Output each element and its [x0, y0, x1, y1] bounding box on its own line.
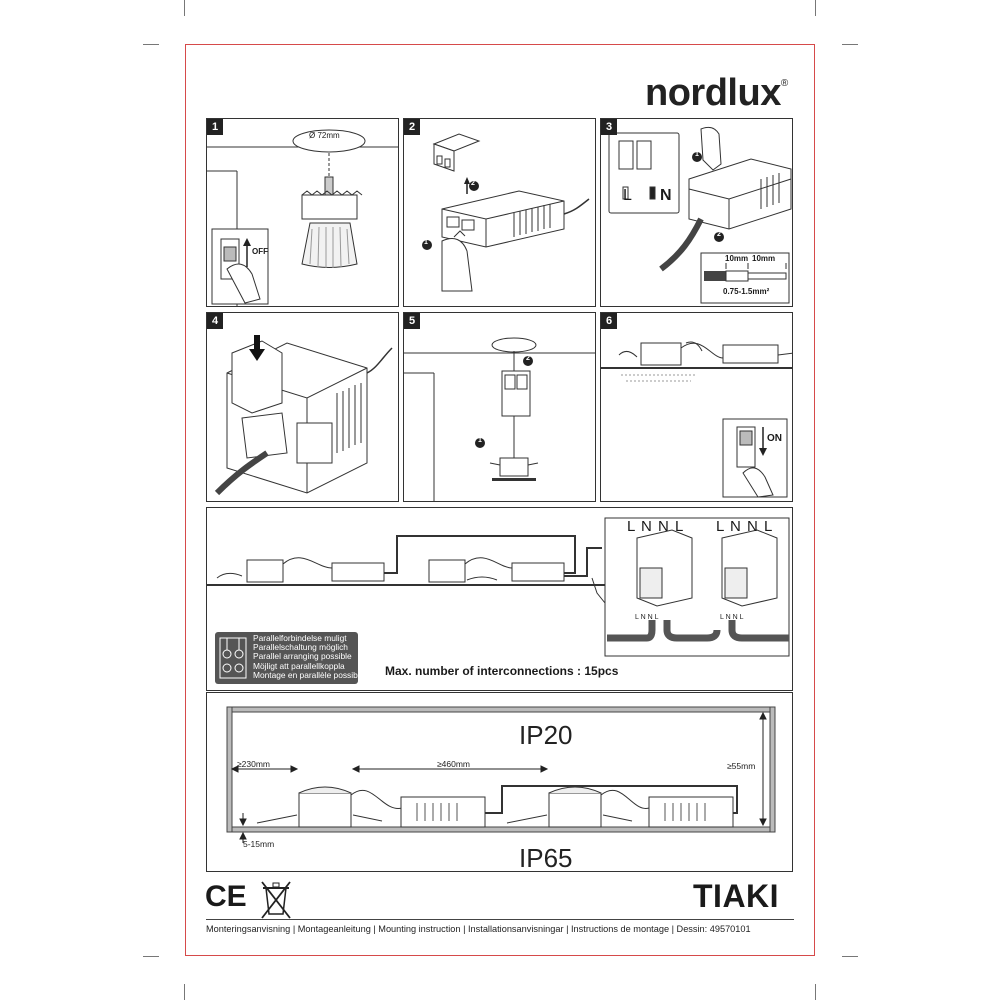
- step-number: 3: [601, 119, 617, 135]
- wire-section-label: 0.75-1.5mm²: [723, 287, 770, 296]
- crop-mark: [842, 44, 858, 45]
- footer-rule: [206, 919, 794, 920]
- switch-on-label: ON: [767, 433, 782, 444]
- step-number: 2: [404, 119, 420, 135]
- callout-2: 2: [717, 231, 721, 238]
- callout-1: 1: [478, 437, 482, 444]
- terminal-n-label: N: [660, 187, 672, 204]
- hole-diameter-label: Ø 72mm: [309, 131, 340, 140]
- product-name: TIAKI: [693, 878, 780, 914]
- terminal-l-label: L: [623, 187, 632, 204]
- step-3-illustration: [608, 126, 792, 304]
- callout-2: 2: [471, 180, 475, 187]
- step-number: 5: [404, 313, 420, 329]
- ceiling-thickness-label: 5-15mm: [243, 839, 275, 849]
- ce-mark: CE: [205, 880, 247, 913]
- wiring-illustration: [207, 517, 790, 657]
- strip-length-2: 10mm: [752, 254, 776, 263]
- crop-mark: [184, 984, 185, 1000]
- step-6-panel: 6 ON: [600, 312, 793, 502]
- callout-1: 1: [695, 151, 699, 158]
- parallel-text-da: Parallelforbindelse muligt: [253, 633, 347, 643]
- terminal-small-right: L N N L: [720, 614, 744, 621]
- step-1-illustration: [207, 129, 398, 306]
- step-2-panel: 2 1 2: [403, 118, 596, 307]
- step-4-illustration: [214, 335, 393, 496]
- crop-mark: [184, 0, 185, 16]
- step-5-panel: 5 2 1: [403, 312, 596, 502]
- footer-caption: Monteringsanvisning | Montageanleitung |…: [206, 924, 751, 934]
- callout-2: 2: [526, 355, 530, 362]
- step-2-illustration: [422, 133, 590, 292]
- step-6-illustration: [601, 341, 792, 498]
- parallel-text-de: Parallelschaltung möglich: [253, 642, 348, 653]
- step-number: 6: [601, 313, 617, 329]
- height-clearance-label: ≥55mm: [727, 761, 756, 771]
- crop-mark: [815, 984, 816, 1000]
- crop-mark: [143, 956, 159, 957]
- between-clearance-label: ≥460mm: [437, 759, 471, 769]
- ip20-label: IP20: [519, 720, 573, 750]
- parallel-text-fr: Montage en parallèle possible: [253, 669, 365, 680]
- clearance-panel: ≥230mm ≥460mm ≥55mm 5-15mm: [206, 692, 793, 872]
- step-4-panel: 4: [206, 312, 399, 502]
- step-3-panel: 3 L N 1 2 10mm 10mm 0.75-1.5mm²: [600, 118, 793, 307]
- side-clearance-label: ≥230mm: [237, 759, 271, 769]
- ip65-label: IP65: [519, 843, 573, 873]
- brand-logo: nordlux®: [645, 72, 788, 114]
- step-number: 4: [207, 313, 223, 329]
- step-1-panel: 1 Ø 72mm OFF: [206, 118, 399, 307]
- parallel-text-en: Parallel arranging possible: [253, 651, 352, 662]
- parallel-connection-icon: [219, 637, 247, 679]
- crop-mark: [143, 44, 159, 45]
- terminal-small-left: L N N L: [635, 614, 659, 621]
- interconnection-limit: Max. number of interconnections : 15pcs: [385, 664, 619, 678]
- crop-mark: [842, 956, 858, 957]
- clearance-illustration: [226, 706, 776, 843]
- switch-off-label: OFF: [252, 247, 268, 256]
- step-number: 1: [207, 119, 223, 135]
- weee-bin-icon: [261, 881, 291, 919]
- terminal-labels-left: L N N L: [627, 518, 685, 535]
- strip-length-1: 10mm: [725, 254, 749, 263]
- parallel-connection-badge: Parallelforbindelse muligt Parallelschal…: [215, 632, 364, 684]
- crop-mark: [815, 0, 816, 16]
- parallel-text-sv: Möjligt att parallellkoppla: [253, 660, 345, 671]
- callout-1: 1: [424, 239, 428, 246]
- step-5-illustration: [404, 337, 595, 501]
- terminal-labels-right: L N N L: [716, 518, 774, 535]
